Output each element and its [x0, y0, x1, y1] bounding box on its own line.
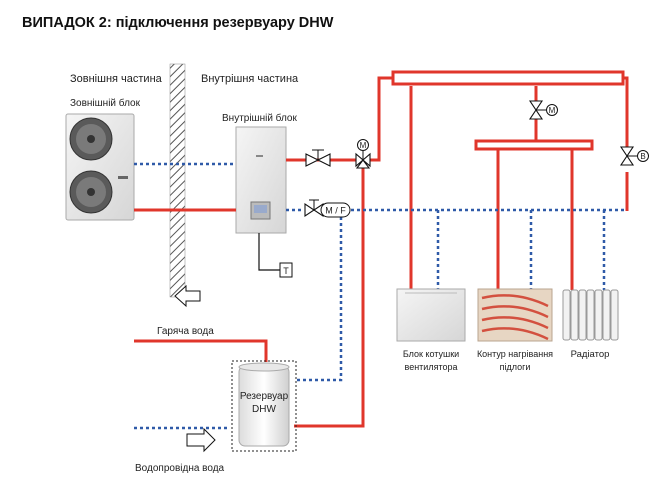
mf-filter: M / F	[320, 202, 351, 218]
dhw-tank	[231, 360, 297, 452]
floor-manifold	[474, 139, 594, 151]
dhw-tank-label-2: DHW	[252, 404, 276, 415]
indoor-side-label: Внутрішня частина	[201, 73, 299, 85]
temperature-sensor: T	[279, 262, 293, 278]
svg-text:M: M	[549, 106, 556, 115]
svg-text:M: M	[360, 141, 367, 150]
fan-coil-unit	[396, 288, 466, 342]
return-pipes	[134, 162, 627, 430]
indoor-unit-label: Внутрішній блок	[222, 112, 297, 124]
floor-heating-label-2: підлоги	[500, 362, 531, 372]
fan-coil-label-2: вентилятора	[405, 362, 458, 372]
dhw-tank-label-1: Резервуар	[240, 391, 289, 402]
valve-indoor-return	[304, 199, 324, 218]
hot-water-label: Гаряча вода	[157, 326, 214, 337]
valve-indoor-supply	[305, 149, 331, 167]
right-arrow-icon	[186, 427, 216, 453]
outdoor-unit-label: Зовнішній блок	[70, 97, 141, 109]
main-manifold	[391, 70, 625, 86]
fan-coil-label-1: Блок котушки	[403, 349, 459, 359]
svg-text:B: B	[640, 152, 645, 161]
motor-valve-manifold: M	[528, 100, 558, 120]
outdoor-unit	[65, 113, 135, 221]
left-arrow-icon	[174, 284, 201, 308]
page-title: ВИПАДОК 2: підключення резервуару DHW	[22, 15, 334, 31]
radiator	[562, 289, 619, 341]
svg-text:T: T	[283, 266, 289, 276]
supply-pipes	[134, 76, 629, 428]
radiator-label: Радіатор	[571, 349, 610, 360]
bypass-valve: B	[619, 146, 649, 166]
floor-heating-loop	[477, 288, 553, 342]
wall	[169, 63, 186, 298]
floor-heating-label-1: Контур нагрівання	[477, 349, 553, 359]
tap-water-label: Водопровідна вода	[135, 463, 225, 474]
outdoor-side-label: Зовнішня частина	[70, 73, 163, 85]
svg-text:M / F: M / F	[325, 206, 346, 216]
indoor-unit	[235, 126, 287, 234]
three-way-motor-valve: M	[355, 139, 371, 169]
